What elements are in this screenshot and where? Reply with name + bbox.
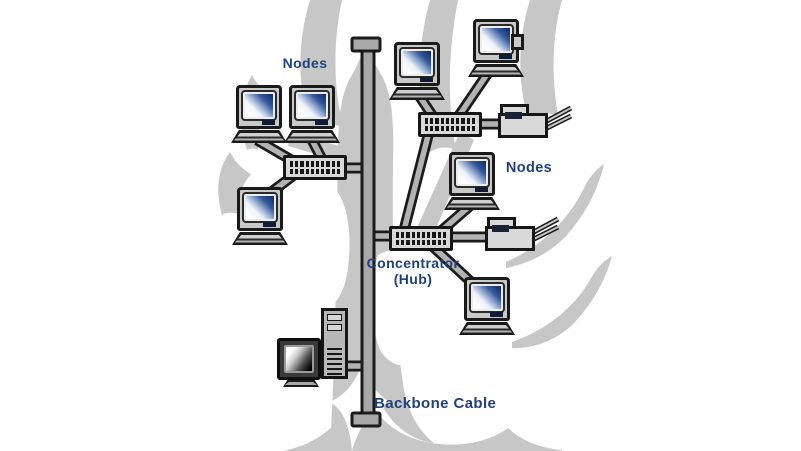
disk-slot bbox=[490, 312, 503, 317]
computer-monitor bbox=[289, 85, 335, 129]
computer-monitor bbox=[473, 19, 524, 63]
computer-stand bbox=[389, 87, 445, 100]
computer-monitor bbox=[464, 277, 510, 321]
workstation-screen bbox=[284, 345, 314, 373]
label-concentrator-line2: (Hub) bbox=[393, 271, 433, 287]
computer-stand bbox=[232, 232, 288, 245]
printer-2 bbox=[485, 217, 539, 251]
printer-control-panel bbox=[492, 225, 509, 232]
computer-screen bbox=[399, 47, 435, 78]
disk-slot bbox=[420, 77, 433, 82]
computer-stand bbox=[468, 64, 524, 77]
computer-monitor bbox=[236, 85, 282, 129]
label-backbone-cable: Backbone Cable bbox=[374, 395, 497, 412]
computer-monitor bbox=[237, 187, 283, 231]
computer-stand bbox=[284, 130, 340, 143]
side-drive-attachment bbox=[511, 34, 524, 50]
computer-stand bbox=[444, 197, 500, 210]
drive-bay bbox=[327, 314, 342, 321]
tree-blade-left-lower bbox=[218, 152, 251, 215]
hub-ports bbox=[425, 118, 475, 131]
tower-vents bbox=[327, 348, 342, 375]
disk-slot bbox=[475, 187, 488, 192]
computer-stand bbox=[231, 130, 287, 143]
computer-stand bbox=[459, 322, 515, 335]
computer-screen bbox=[241, 90, 277, 121]
tree-claw-right-lower bbox=[512, 256, 612, 349]
disk-slot bbox=[262, 120, 275, 125]
tree-trunk bbox=[331, 44, 434, 443]
disk-slot bbox=[263, 222, 276, 227]
printer-1 bbox=[498, 104, 552, 138]
hub-concentrator bbox=[389, 226, 453, 251]
computer-node-3 bbox=[232, 187, 288, 245]
backbone-cable-bar bbox=[350, 36, 382, 428]
label-nodes-right: Nodes bbox=[505, 160, 553, 176]
computer-screen bbox=[469, 282, 505, 313]
printer-control-panel bbox=[505, 112, 522, 119]
computer-node-1 bbox=[231, 85, 287, 143]
drive-bay bbox=[327, 324, 342, 331]
computer-node-4 bbox=[389, 42, 445, 100]
hub-ports bbox=[396, 232, 446, 245]
computer-node-2 bbox=[284, 85, 340, 143]
computer-monitor bbox=[394, 42, 440, 86]
computer-monitor bbox=[449, 152, 495, 196]
label-nodes-left: Nodes bbox=[282, 55, 328, 71]
printer-body bbox=[498, 113, 548, 138]
workstation-monitor bbox=[277, 338, 321, 380]
tree-blade-top-right bbox=[520, 0, 562, 118]
computer-screen bbox=[478, 24, 514, 55]
computer-node-7 bbox=[459, 277, 515, 335]
disk-slot bbox=[499, 54, 512, 59]
computer-node-5 bbox=[468, 19, 524, 77]
hub-top-right bbox=[418, 112, 482, 137]
workstation-monitor-stand bbox=[283, 380, 319, 387]
computer-screen bbox=[454, 157, 490, 188]
hub-left bbox=[283, 155, 347, 180]
label-concentrator-line1: Concentrator bbox=[366, 255, 460, 271]
tree-claw-right-upper bbox=[506, 164, 604, 268]
computer-screen bbox=[242, 192, 278, 223]
hub-ports bbox=[290, 161, 340, 174]
disk-slot bbox=[315, 120, 328, 125]
server-tower bbox=[321, 308, 348, 379]
computer-screen bbox=[294, 90, 330, 121]
computer-node-6 bbox=[444, 152, 500, 210]
label-concentrator-hub: Concentrator (Hub) bbox=[353, 255, 473, 287]
